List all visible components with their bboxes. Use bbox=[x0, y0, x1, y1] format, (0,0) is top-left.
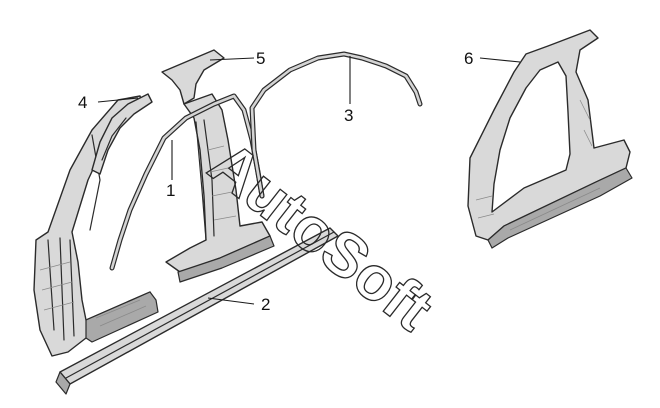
upper-pillar-reinforcement-part-4 bbox=[91, 93, 153, 175]
front-pillar-assembly bbox=[33, 95, 159, 357]
callout-3: 3 bbox=[344, 106, 353, 125]
leader-lines bbox=[97, 56, 521, 305]
callout-5: 5 bbox=[256, 49, 265, 68]
leader-6 bbox=[479, 57, 521, 63]
callout-2: 2 bbox=[261, 295, 270, 314]
door-frame-tube-part-3 bbox=[249, 51, 423, 199]
body-side-assembly-part-6 bbox=[467, 29, 633, 249]
center-pillar-part-5 bbox=[161, 49, 275, 283]
leader-4 bbox=[97, 97, 139, 103]
callout-4: 4 bbox=[78, 93, 87, 112]
callout-1: 1 bbox=[166, 181, 175, 200]
leader-2 bbox=[207, 297, 255, 305]
callout-6: 6 bbox=[464, 49, 473, 68]
sill-strip-part-2 bbox=[55, 227, 339, 395]
leader-5 bbox=[209, 57, 255, 61]
